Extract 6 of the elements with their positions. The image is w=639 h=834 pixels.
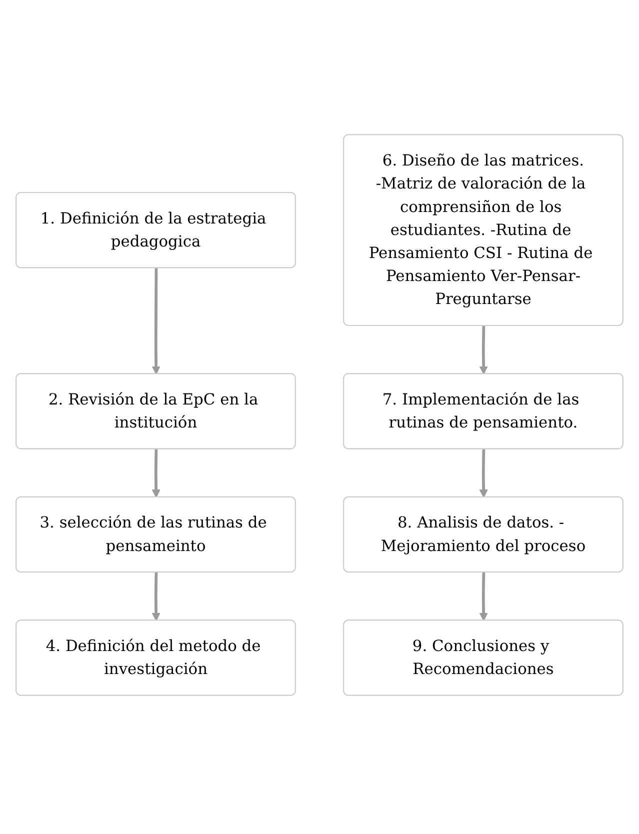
arrow: [479, 572, 488, 622]
arrow: [152, 268, 160, 374]
arrow: [479, 449, 488, 498]
arrow: [152, 449, 160, 498]
arrow: [479, 326, 488, 374]
arrow: [152, 572, 160, 622]
